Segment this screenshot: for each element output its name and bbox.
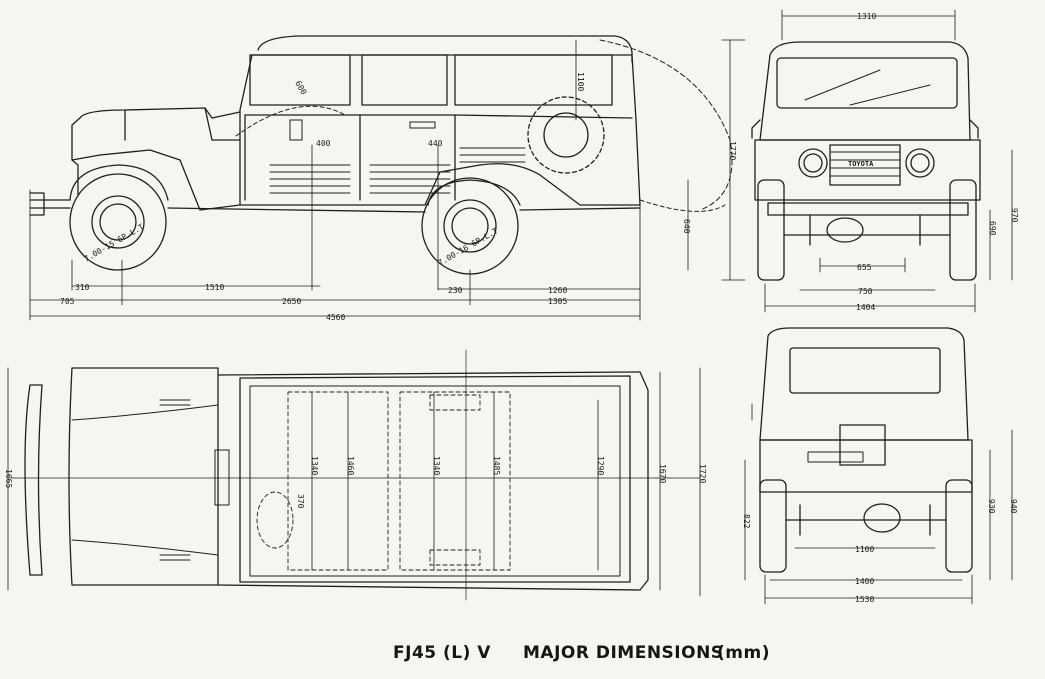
dim-interior-e: 1290: [596, 456, 605, 475]
dim-rear-axle-height: 822: [742, 514, 751, 529]
dim-front-top-width: 1310: [857, 12, 876, 21]
dim-rear-overhang: 1305: [548, 297, 567, 306]
dim-rear-track: 1400: [855, 577, 874, 586]
dim-wheelbase: 2650: [282, 297, 301, 306]
dim-overall-height: 1770: [728, 141, 737, 160]
dim-front-offset: 310: [75, 283, 90, 292]
rear-view: 1100 1400 1530 822 930 940: [742, 327, 1018, 605]
dim-rear-overall-width: 1530: [855, 595, 874, 604]
front-badge: TOYOTA: [848, 160, 874, 168]
side-view: 310 1510 705 2650 4560 230 1260 1305 110…: [29, 35, 733, 322]
dim-axle-height: 690: [988, 221, 997, 236]
dim-interior-a: 1340: [310, 456, 319, 475]
dim-rear-wheel-inner: 1100: [855, 545, 874, 554]
side-dimension-lines: [29, 179, 689, 321]
dim-seat-b: 440: [428, 139, 443, 148]
dim-front-overhang: 705: [60, 297, 75, 306]
top-view: 1665 1340 1460 1340 1485 1290 1670 1720 …: [4, 349, 707, 601]
dim-window-height: 1100: [576, 72, 585, 91]
dim-cab-height: 640: [682, 219, 691, 234]
unit-caption: (mm): [717, 643, 770, 663]
dim-rear-span: 1260: [548, 286, 567, 295]
dim-interior-c: 1340: [432, 456, 441, 475]
dim-roof-inner: 600: [293, 79, 308, 96]
dim-track: 750: [858, 287, 873, 296]
dim-engine-span: 1510: [205, 283, 224, 292]
dim-seat-width: 370: [296, 494, 305, 509]
model-caption: FJ45 (L) V: [393, 643, 491, 663]
dim-overall-length: 4560: [326, 313, 345, 322]
dim-bumper-height: 970: [1010, 208, 1019, 223]
tire-label-front: 7.00-15 6P.L.T: [83, 222, 146, 264]
front-view: 1310 1770 655 750 1404 690 970 TOYOTA: [721, 9, 1019, 313]
tire-label-rear: 7.00-16 6P.L.T: [437, 226, 500, 268]
dim-front-overall-width: 1404: [856, 303, 875, 312]
dim-interior-d: 1485: [492, 456, 501, 475]
dim-rear-body-height: 940: [1009, 499, 1018, 514]
dim-top-overall-width: 1665: [4, 469, 13, 488]
dim-interior-b: 1460: [346, 456, 355, 475]
dim-body-width: 1670: [658, 464, 667, 483]
dim-rear-floor-height: 930: [987, 499, 996, 514]
title-caption: MAJOR DIMENSIONS: [523, 643, 724, 663]
dim-seat-a: 400: [316, 139, 331, 148]
dim-max-width: 1720: [698, 464, 707, 483]
dim-track-inner: 655: [857, 263, 872, 272]
dim-rear-offset: 230: [448, 286, 463, 295]
